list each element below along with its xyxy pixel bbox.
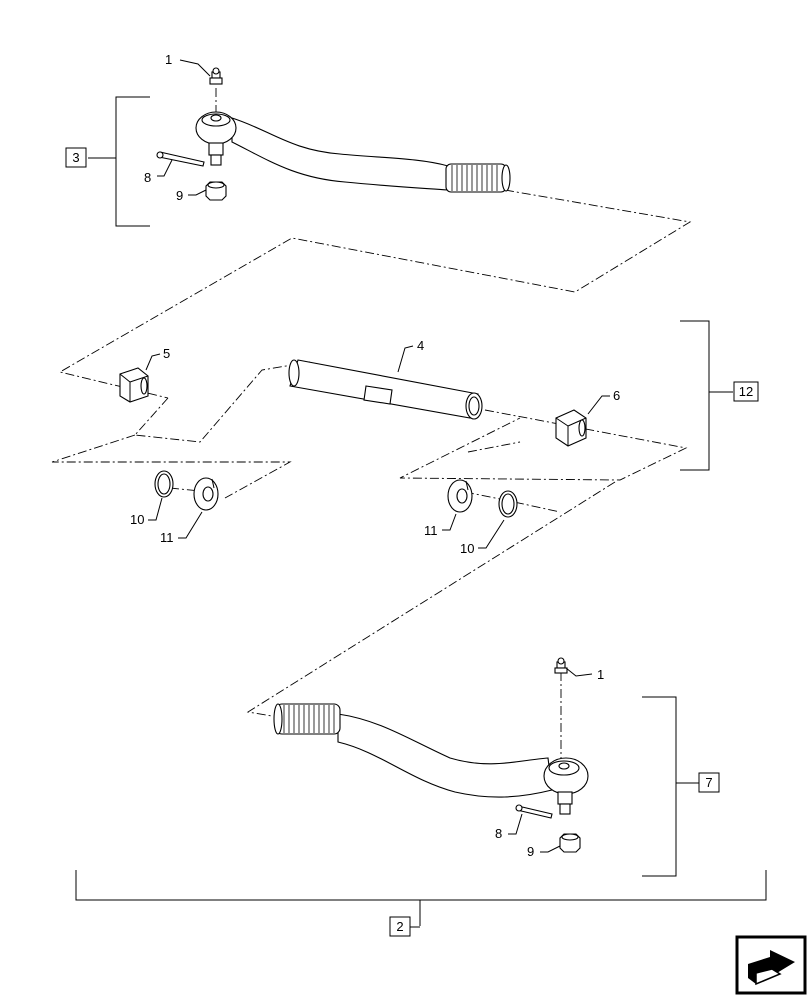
svg-text:6: 6 [613, 388, 620, 403]
svg-text:8: 8 [144, 170, 151, 185]
svg-text:2: 2 [396, 919, 403, 934]
svg-text:5: 5 [163, 346, 170, 361]
box-callout-3: 3 [65, 147, 87, 168]
bottom-tie-rod-end [273, 703, 589, 815]
svg-text:10: 10 [460, 541, 474, 556]
left-nut [119, 367, 149, 403]
svg-text:3: 3 [72, 150, 79, 165]
callout-tube: 4 [397, 338, 424, 373]
bottom-thread-lines [283, 705, 335, 733]
bottom-grease-fitting [554, 657, 568, 674]
callout-left-washer-lock: 11 [160, 511, 203, 545]
svg-text:11: 11 [424, 523, 438, 538]
right-plain-washer [498, 490, 518, 518]
svg-text:1: 1 [597, 667, 604, 682]
callout-bottom-cotter-pin: 8 [495, 813, 523, 841]
svg-text:9: 9 [176, 188, 183, 203]
next-page-arrow-icon[interactable] [735, 935, 807, 995]
bottom-cotter-pin [515, 804, 553, 819]
right-nut [555, 409, 587, 447]
callout-left-nut: 5 [145, 346, 170, 371]
top-grease-fitting [209, 67, 223, 85]
bracket-complete-assembly [75, 870, 767, 928]
svg-text:10: 10 [130, 512, 144, 527]
box-callout-7: 7 [698, 772, 720, 793]
top-tie-rod-end [195, 111, 511, 193]
svg-text:9: 9 [527, 844, 534, 859]
left-lock-washer [193, 477, 219, 511]
bracket-tube-assembly [680, 320, 733, 471]
callout-right-nut: 6 [587, 388, 620, 415]
svg-text:11: 11 [160, 530, 174, 545]
callout-right-washer-lock: 11 [424, 513, 457, 538]
svg-text:12: 12 [739, 384, 753, 399]
svg-text:4: 4 [417, 338, 424, 353]
bracket-top-assembly [88, 96, 150, 227]
bracket-bottom-assembly [642, 696, 699, 877]
bottom-castle-nut [559, 833, 581, 853]
callout-top-grease-fitting: 1 [165, 52, 211, 77]
callout-bottom-castle-nut: 9 [527, 844, 561, 859]
callout-bottom-grease-fitting: 1 [565, 667, 604, 682]
center-tube [288, 359, 483, 420]
svg-text:1: 1 [165, 52, 172, 67]
right-lock-washer [447, 479, 473, 513]
svg-text:8: 8 [495, 826, 502, 841]
top-thread-lines [451, 165, 498, 191]
callout-left-washer-plain: 10 [130, 497, 163, 527]
box-callout-2: 2 [389, 916, 411, 937]
callout-top-castle-nut: 9 [176, 188, 207, 203]
left-plain-washer [154, 470, 174, 498]
callout-right-washer-plain: 10 [460, 519, 505, 556]
callout-top-cotter-pin: 8 [144, 159, 173, 185]
center-lines [51, 88, 692, 758]
top-castle-nut [205, 181, 227, 201]
box-callout-12: 12 [733, 381, 759, 402]
svg-text:7: 7 [705, 775, 712, 790]
top-cotter-pin [156, 151, 205, 167]
